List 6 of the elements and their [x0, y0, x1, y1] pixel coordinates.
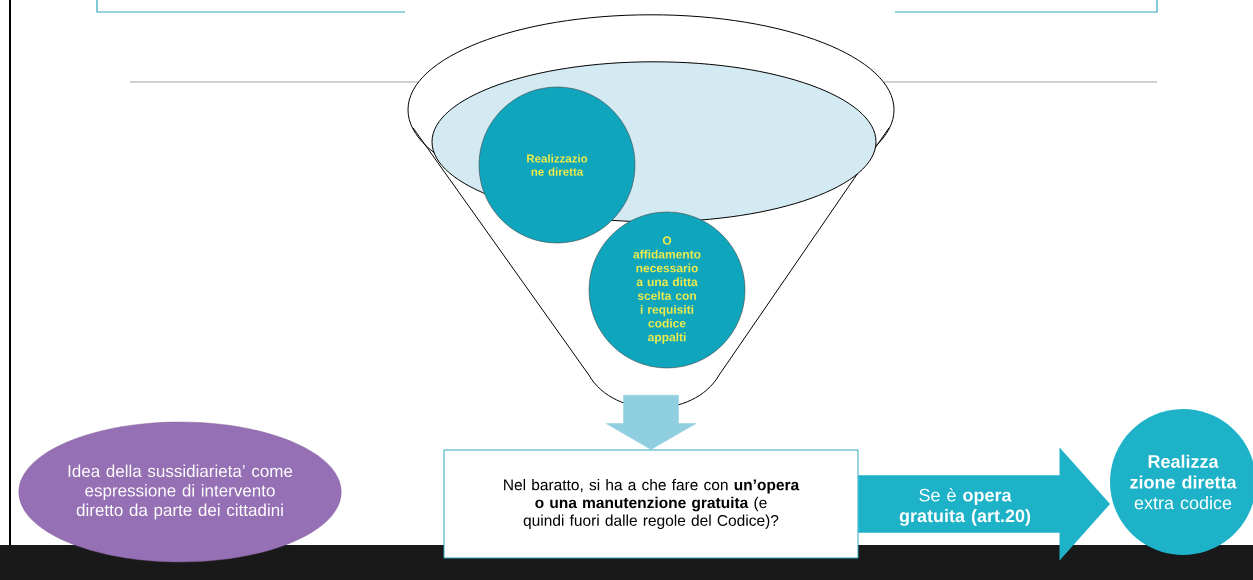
question-box: Nel baratto, si ha a che fare con un’opera o una manutenzione gratuita (e quindi fuori dalle regole del Codice)? [443, 449, 859, 559]
block-arrow [605, 394, 697, 450]
circle-node: O affidamento necessario a una ditta scelta con i requisiti codice appalti [588, 211, 746, 369]
block-arrow [858, 447, 1111, 561]
edge-label: Se è opera gratuita (art.20) [899, 488, 1031, 526]
circle-node: Realizzazio ne diretta [478, 86, 636, 244]
